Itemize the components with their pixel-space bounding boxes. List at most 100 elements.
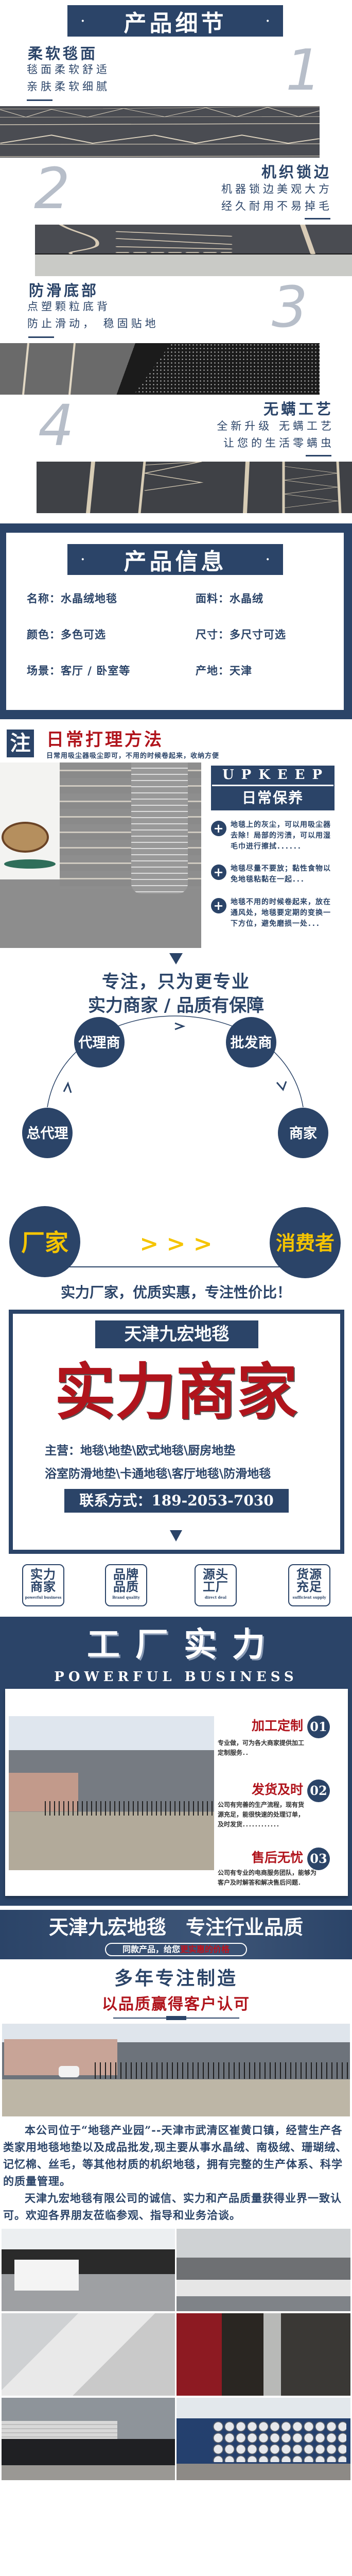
section-title: 产品细节 — [124, 10, 227, 37]
plus-icon: + — [211, 898, 226, 913]
feature-title: 机织锁边 — [261, 163, 331, 181]
badge-subtitle: direct deal — [204, 1595, 227, 1600]
photo-grid — [0, 2229, 352, 2480]
underline-divider — [28, 336, 54, 338]
cutting-table-photo — [177, 2229, 350, 2311]
tip-text: 地毯尽量不要放；黏性食物以免地毯粘黏在一起．．． — [231, 865, 331, 884]
intro-paragraph: 天津九宏地毯有限公司的诚信、实力和产品质量获得业界一致认可。欢迎各界朋友莅临参观… — [3, 2192, 342, 2222]
company-banner: 天津九宏地毯 — [95, 1320, 258, 1348]
info-row: 颜色：多色可选 — [27, 626, 106, 642]
feature-line: 亲肤柔软细腻 — [27, 80, 110, 93]
node-circle — [226, 1017, 276, 1067]
rug-pattern — [22, 343, 76, 395]
feature-title: 防滑底部 — [29, 282, 99, 299]
feature-line: 毯面柔软舒适 — [27, 63, 110, 76]
factory-exterior-section — [0, 2024, 352, 2122]
info-value: 水晶绒 — [230, 592, 263, 605]
factory-circle — [9, 1206, 80, 1277]
badge-subtitle: powerful business — [25, 1595, 62, 1600]
upkeep-box: UPKEEP 日常保养 — [211, 766, 335, 810]
note-badge: 注 — [7, 730, 34, 757]
factory-building-photo — [9, 1716, 214, 1870]
contact-banner: 联系方式：189-2053-7030 — [64, 1489, 289, 1513]
care-tip: + 地毯不用的时候卷起来，放在通风处，地毯要定期的变换一下方位，避免磨损一处．．． — [211, 897, 337, 929]
chain-arc — [47, 1015, 304, 1108]
feature-number-badge: 02 — [307, 1780, 330, 1802]
feature-soft-surface: 柔软毯面 毯面柔软舒适 亲肤柔软细腻 1 — [0, 42, 352, 160]
chain-diagram-section: 总代理 代理商 批发商 商家 厂家 消费者 > > > — [0, 1012, 352, 1280]
info-key: 名称： — [27, 592, 61, 605]
rug-pattern — [86, 462, 342, 513]
badge-subtitle: sufficient supply — [292, 1595, 326, 1600]
node-label: 代理商 — [78, 1035, 120, 1051]
node-circle — [74, 1017, 125, 1067]
arrow-right-icon — [174, 1022, 186, 1030]
tip-text: 地毯不用的时候卷起来，放在通风处，地毯要定期的变换一下方位，避免磨损一处．．． — [231, 898, 331, 928]
info-key: 颜色： — [27, 628, 61, 641]
underline-divider — [27, 99, 52, 101]
factory-label: 厂家 — [21, 1229, 68, 1257]
feature-title: 发货及时 — [251, 1782, 303, 1797]
feature-number: 2 — [34, 156, 70, 222]
tagline-section: 实力厂家，优质实惠，专注性价比！ — [0, 1280, 352, 1302]
rug-rolls — [213, 2421, 346, 2462]
feature-title: 售后无忧 — [251, 1850, 303, 1865]
rug-photo-machine-edge — [35, 225, 352, 276]
feature-number-badge: 01 — [307, 1716, 330, 1738]
info-value: 多尺寸可选 — [230, 628, 286, 641]
feature-line: 点塑颗粒底背 — [27, 300, 111, 313]
dot-texture — [134, 343, 320, 395]
rolled-rug — [131, 762, 188, 894]
node-circle — [278, 1108, 328, 1158]
care-tip: + 地毯尽量不要放；黏性食物以免地毯粘黏在一起．．． — [211, 863, 337, 885]
arrow-up-icon — [63, 1081, 72, 1093]
truck-loading-photo — [177, 2398, 350, 2480]
dot: · — [81, 14, 85, 28]
tagline: 实力厂家，优质实惠，专注性价比！ — [60, 1284, 291, 1301]
flow-arrows: > > > — [139, 1231, 212, 1257]
main-business-line: 浴室防滑地垫\卡通地毯\客厅地毯\防滑地毯 — [45, 1467, 271, 1481]
fence — [45, 1801, 214, 1816]
plus-icon: + — [211, 865, 226, 880]
tip-text: 地毯上的灰尘，可以用吸尘器去除！局部的污渍，可以用湿毛巾进行擦拭．．．．．． — [231, 821, 331, 851]
down-triangle-icon — [169, 953, 183, 964]
manufacturing-headings: 多年专注制造 以品质赢得客户认可 — [0, 1959, 352, 2024]
company-banner-strip: 天津九宏地毯 专注行业品质 同款产品，给您更实惠的价格 — [0, 1910, 352, 1959]
feature-line: 全新升级 无螨工艺 — [217, 420, 335, 432]
feature-machine-edge: 2 机织锁边 机器锁边美观大方 经久耐用不易掉毛 — [0, 160, 352, 279]
rug-photo-mite-free — [37, 462, 352, 513]
badge-subtitle: Brand quality — [112, 1595, 140, 1600]
rug-pattern — [0, 106, 320, 157]
printer-machine-photo — [2, 2229, 175, 2311]
badge-title: 品牌品质 — [113, 1567, 139, 1594]
feature-text: 公司有完善的生产流程，现有货源充足，能很快速的处理订单，及时发货．．．．．．．．… — [218, 1801, 305, 1828]
info-value: 客厅 / 卧室等 — [61, 664, 131, 677]
feature-line: 机器锁边美观大方 — [221, 183, 332, 195]
plus-icon: + — [211, 821, 226, 836]
feature-title: 柔软毯面 — [28, 45, 98, 62]
roller-shutter — [2, 2421, 117, 2439]
badge-title: 实力商家 — [30, 1567, 56, 1594]
info-key: 面料： — [196, 592, 230, 605]
care-section: 注 日常打理方法 日常用吸尘器吸尘即可，不用的时候卷起来，收纳方便 UPKEEP… — [0, 719, 352, 948]
feature-line: 经久耐用不易掉毛 — [221, 200, 332, 212]
factory-exterior-photo — [2, 2024, 350, 2116]
company-intro: 本公司位于“地毯产业园”--天津市武清区崔黄口镇，经营生产各类家用地毯地垫以及成… — [0, 2122, 352, 2229]
factory-feature: 发货及时 02 公司有完善的生产流程，现有货源充足，能很快速的处理订单，及时发货．… — [218, 1780, 330, 1828]
feature-text: 公司有专业的电商服务团队，能够为客户及时解答和解决售后问题． — [218, 1869, 317, 1886]
price-pill: 同款产品，给您更实惠的价格 — [105, 1943, 247, 1956]
feature-number: 1 — [286, 37, 322, 103]
feature-number: 3 — [272, 274, 308, 340]
details-header: · 产品细节 · — [0, 0, 352, 42]
info-title-banner: · 产品信息 · — [67, 544, 283, 575]
badge-title: 源头工厂 — [203, 1567, 228, 1594]
upkeep-cn: 日常保养 — [241, 789, 304, 806]
dot: · — [81, 553, 85, 566]
chair-seat — [4, 859, 56, 869]
dot: · — [266, 14, 270, 28]
